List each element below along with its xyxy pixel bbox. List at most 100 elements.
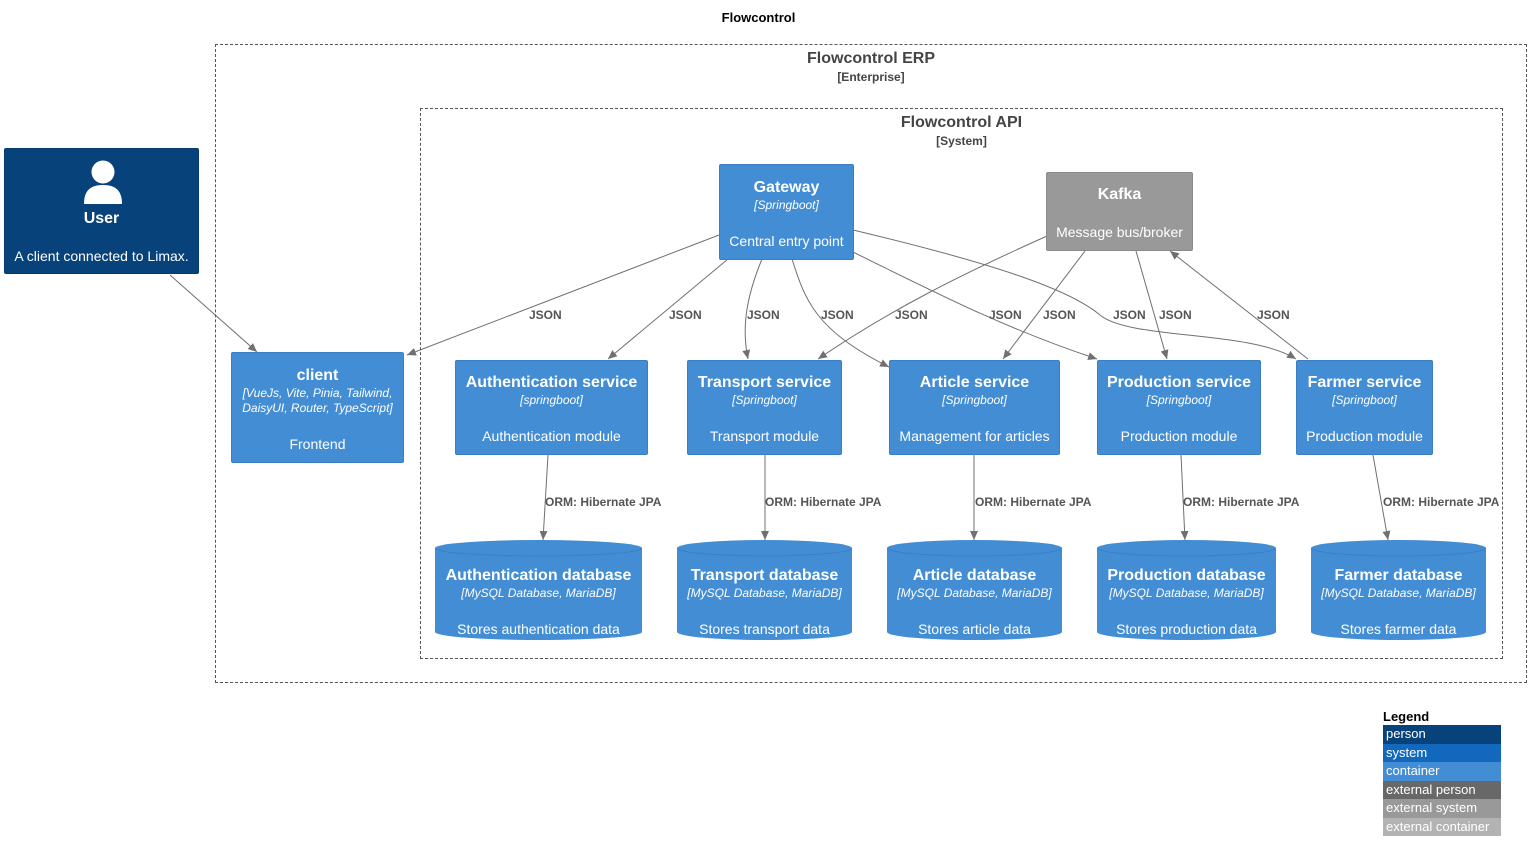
edge-gateway-auth bbox=[607, 258, 729, 360]
service-name: Transport service bbox=[697, 374, 832, 391]
farmer-service[interactable]: Farmer service [Springboot] Production m… bbox=[1296, 360, 1433, 455]
edge-label-orm: ORM: Hibernate JPA bbox=[975, 495, 1092, 509]
database-tech: [MySQL Database, MariaDB] bbox=[687, 586, 842, 600]
client-name: client bbox=[296, 367, 339, 384]
edge-kafka-production bbox=[1135, 250, 1169, 360]
person-icon bbox=[84, 160, 122, 204]
database-tech: [MySQL Database, MariaDB] bbox=[1109, 586, 1264, 600]
service-description: Transport module bbox=[709, 428, 820, 444]
legend-title: Legend bbox=[1383, 709, 1430, 724]
service-name: Article service bbox=[919, 374, 1030, 391]
database-name: Authentication database bbox=[445, 567, 632, 584]
client-container[interactable]: client [VueJs, Vite, Pinia, Tailwind, Da… bbox=[231, 352, 404, 463]
user-person[interactable]: User A client connected to Limax. bbox=[4, 148, 199, 274]
transport-service[interactable]: Transport service [Springboot] Transport… bbox=[687, 360, 842, 455]
client-tech-line1: [VueJs, Vite, Pinia, Tailwind, bbox=[242, 386, 393, 400]
database-name: Production database bbox=[1107, 567, 1266, 584]
transport-database[interactable]: Transport database [MySQL Database, Mari… bbox=[677, 540, 852, 640]
article-service[interactable]: Article service [Springboot] Management … bbox=[889, 360, 1060, 455]
database-description: Stores transport data bbox=[699, 621, 830, 637]
edge-label-json: JSON bbox=[989, 308, 1022, 322]
gateway-description: Central entry point bbox=[729, 233, 844, 249]
legend-item: external container bbox=[1383, 817, 1501, 836]
service-description: Management for articles bbox=[899, 428, 1050, 444]
database-name: Article database bbox=[912, 567, 1037, 584]
service-description: Production module bbox=[1120, 428, 1238, 444]
legend-item: external person bbox=[1383, 780, 1501, 799]
edge-label-orm: ORM: Hibernate JPA bbox=[1383, 495, 1500, 509]
edge-label-json: JSON bbox=[1113, 308, 1146, 322]
database-cylinder bbox=[677, 540, 852, 640]
database-description: Stores farmer data bbox=[1340, 621, 1457, 637]
database-tech: [MySQL Database, MariaDB] bbox=[897, 586, 1052, 600]
edge-kafka-article bbox=[1002, 250, 1086, 360]
edge-production-db bbox=[1180, 454, 1189, 541]
database-name: Farmer database bbox=[1334, 567, 1463, 584]
erp-boundary-name: Flowcontrol ERP bbox=[807, 50, 935, 67]
edge-label-orm: ORM: Hibernate JPA bbox=[545, 495, 662, 509]
erp-boundary-type: [Enterprise] bbox=[837, 70, 905, 84]
service-description: Production module bbox=[1306, 428, 1423, 444]
database-tech: [MySQL Database, MariaDB] bbox=[461, 586, 616, 600]
database-cylinder bbox=[435, 540, 642, 640]
database-cylinder bbox=[1311, 540, 1486, 640]
edge-label-json: JSON bbox=[669, 308, 702, 322]
legend-item: person bbox=[1383, 725, 1501, 744]
api-boundary-name: Flowcontrol API bbox=[900, 114, 1023, 131]
gateway-tech: [Springboot] bbox=[754, 198, 819, 212]
database-cylinder bbox=[1097, 540, 1276, 640]
edge-label-json: JSON bbox=[1043, 308, 1076, 322]
article-database[interactable]: Article database [MySQL Database, MariaD… bbox=[887, 540, 1062, 640]
production-service[interactable]: Production service [Springboot] Producti… bbox=[1097, 360, 1261, 455]
service-tech: [Springboot] bbox=[1332, 393, 1397, 407]
gateway-container[interactable]: Gateway [Springboot] Central entry point bbox=[719, 164, 854, 260]
production-database[interactable]: Production database [MySQL Database, Mar… bbox=[1097, 540, 1276, 640]
database-name: Transport database bbox=[690, 567, 839, 584]
legend-item: external system bbox=[1383, 799, 1501, 818]
edge-label-json: JSON bbox=[1257, 308, 1290, 322]
edge-gateway-transport bbox=[742, 258, 763, 360]
edge-gateway-production bbox=[852, 251, 1098, 360]
edge-farmer-db bbox=[1372, 454, 1391, 541]
api-boundary: Flowcontrol API [System] bbox=[420, 108, 1503, 659]
edge-user-client bbox=[169, 274, 258, 353]
edge-auth-db bbox=[539, 454, 549, 541]
edge-label-orm: ORM: Hibernate JPA bbox=[765, 495, 882, 509]
authentication-database[interactable]: Authentication database [MySQL Database,… bbox=[435, 540, 642, 640]
service-name: Authentication service bbox=[465, 374, 638, 391]
service-name: Production service bbox=[1106, 374, 1252, 391]
service-tech: [Springboot] bbox=[942, 393, 1007, 407]
database-description: Stores production data bbox=[1116, 621, 1257, 637]
edge-label-json: JSON bbox=[1159, 308, 1192, 322]
database-cylinder bbox=[887, 540, 1062, 640]
authentication-service[interactable]: Authentication service [springboot] Auth… bbox=[455, 360, 648, 455]
edge-farmer-kafka bbox=[1169, 250, 1309, 360]
kafka-description: Message bus/broker bbox=[1056, 224, 1183, 240]
kafka-system[interactable]: Kafka Message bus/broker bbox=[1046, 172, 1193, 251]
user-name: User bbox=[83, 210, 120, 227]
service-description: Authentication module bbox=[482, 428, 621, 444]
legend-item: system bbox=[1383, 743, 1501, 762]
kafka-name: Kafka bbox=[1097, 186, 1142, 203]
edge-label-json: JSON bbox=[747, 308, 780, 322]
database-description: Stores authentication data bbox=[457, 621, 620, 637]
edge-label-json: JSON bbox=[529, 308, 562, 322]
farmer-database[interactable]: Farmer database [MySQL Database, MariaDB… bbox=[1311, 540, 1486, 640]
user-description: A client connected to Limax. bbox=[14, 248, 189, 264]
diagram-title: Flowcontrol bbox=[721, 10, 796, 25]
edge-label-json: JSON bbox=[895, 308, 928, 322]
gateway-name: Gateway bbox=[753, 179, 820, 196]
client-description: Frontend bbox=[289, 436, 346, 452]
service-name: Farmer service bbox=[1307, 374, 1422, 391]
edge-gateway-article bbox=[791, 258, 890, 368]
service-tech: [springboot] bbox=[520, 393, 583, 407]
edge-kafka-transport bbox=[817, 235, 1048, 360]
service-tech: [Springboot] bbox=[1146, 393, 1212, 407]
legend-item: container bbox=[1383, 762, 1501, 781]
erp-boundary: Flowcontrol ERP [Enterprise] bbox=[215, 44, 1527, 683]
service-tech: [Springboot] bbox=[732, 393, 797, 407]
edge-label-orm: ORM: Hibernate JPA bbox=[1183, 495, 1300, 509]
edge-label-json: JSON bbox=[821, 308, 854, 322]
